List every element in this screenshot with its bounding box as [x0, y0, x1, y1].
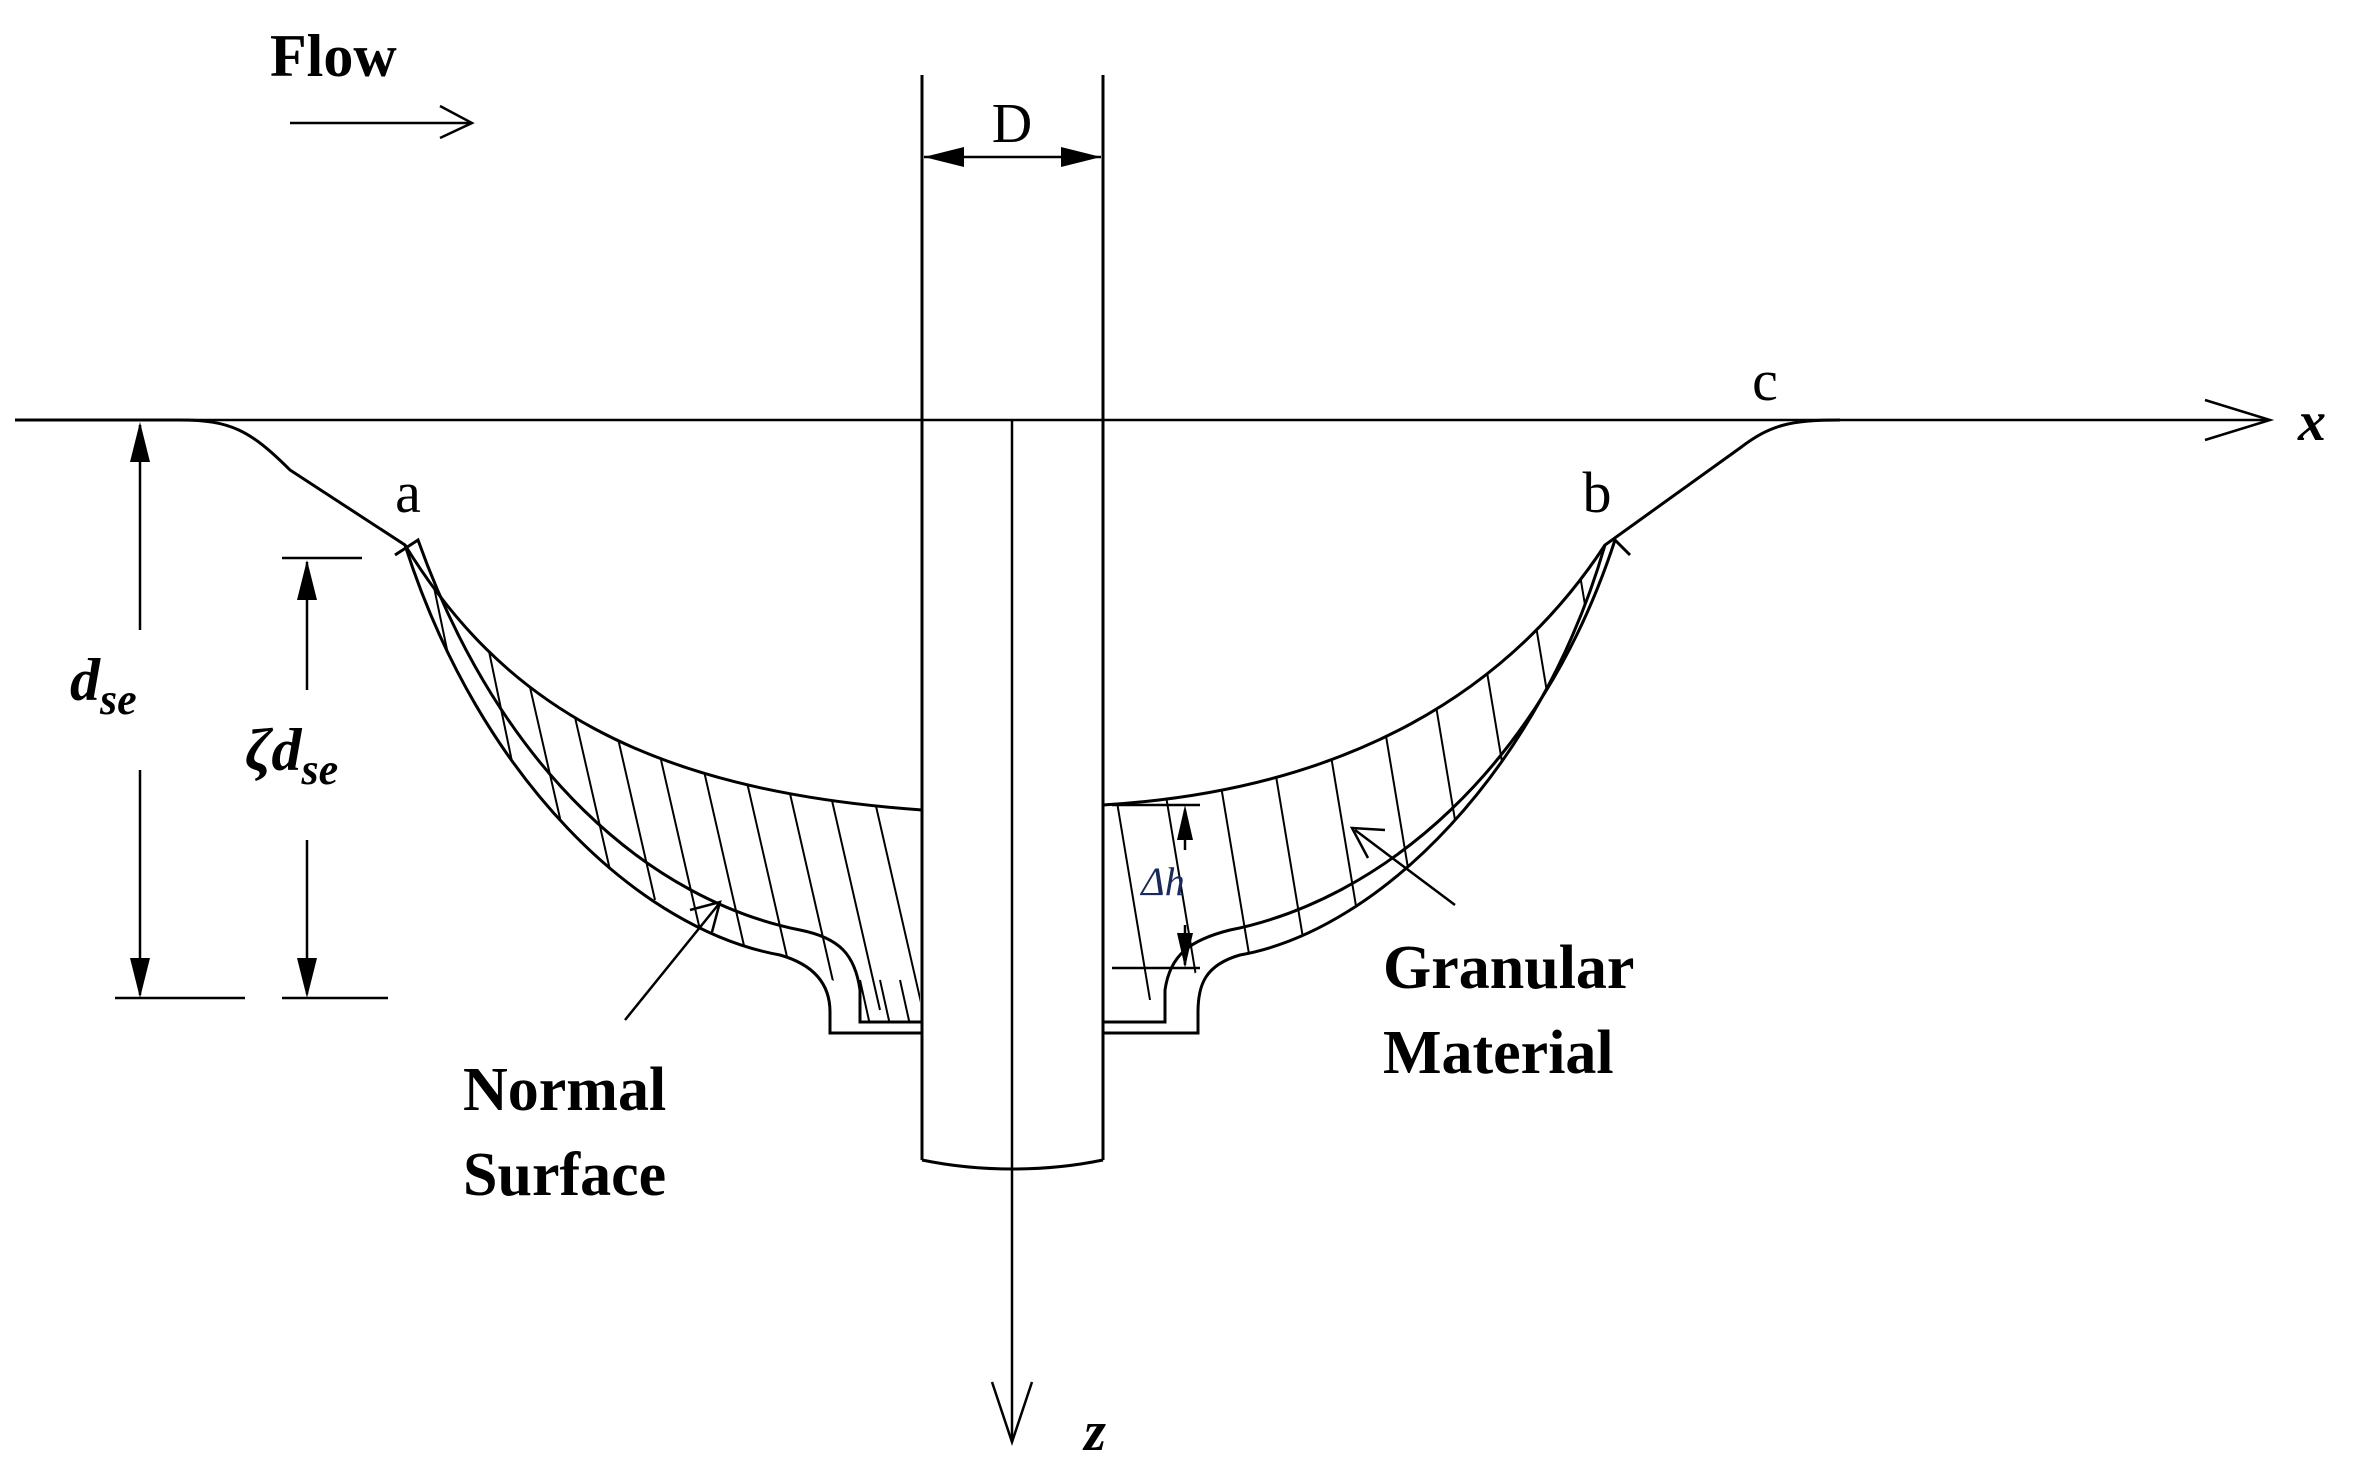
dse-label: dse: [70, 647, 137, 724]
granular-material-leader: [1349, 826, 1456, 906]
z-axis: [990, 420, 1034, 1446]
scour-profile-left: [15, 418, 922, 1035]
diameter-label: D: [992, 93, 1032, 155]
flow-label: Flow: [270, 23, 397, 89]
dse-dimension: [115, 422, 245, 1000]
granular-material-label-line1: Granular: [1383, 934, 1634, 1002]
diameter-dimension: [924, 147, 1101, 167]
granular-top-left: [403, 544, 923, 812]
granular-material-label-line2: Material: [1383, 1019, 1614, 1087]
scour-profile-right: [1103, 418, 1841, 1035]
delta-h-dimension: [1112, 803, 1200, 970]
x-axis-label: x: [2297, 391, 2326, 453]
point-a-label: a: [395, 460, 421, 525]
normal-surface-right: [1103, 537, 1632, 1024]
normal-surface-label-line2: Surface: [463, 1141, 666, 1209]
granular-top-right: [1102, 544, 1607, 807]
normal-surface-leader: [624, 900, 722, 1021]
normal-surface-label-line1: Normal: [463, 1056, 666, 1124]
zeta-dse-label: ζdse: [245, 717, 338, 794]
point-b-label: b: [1583, 460, 1612, 525]
x-axis: [15, 398, 2275, 442]
granular-hatch-left: [419, 545, 920, 1022]
z-axis-label: z: [1082, 1401, 1106, 1463]
zeta-dse-dimension: [282, 556, 388, 1000]
flow-arrow-icon: [290, 104, 475, 140]
delta-h-label: Δh: [1139, 859, 1184, 904]
normal-surface-left: [394, 537, 922, 1024]
point-c-label: c: [1752, 348, 1778, 413]
